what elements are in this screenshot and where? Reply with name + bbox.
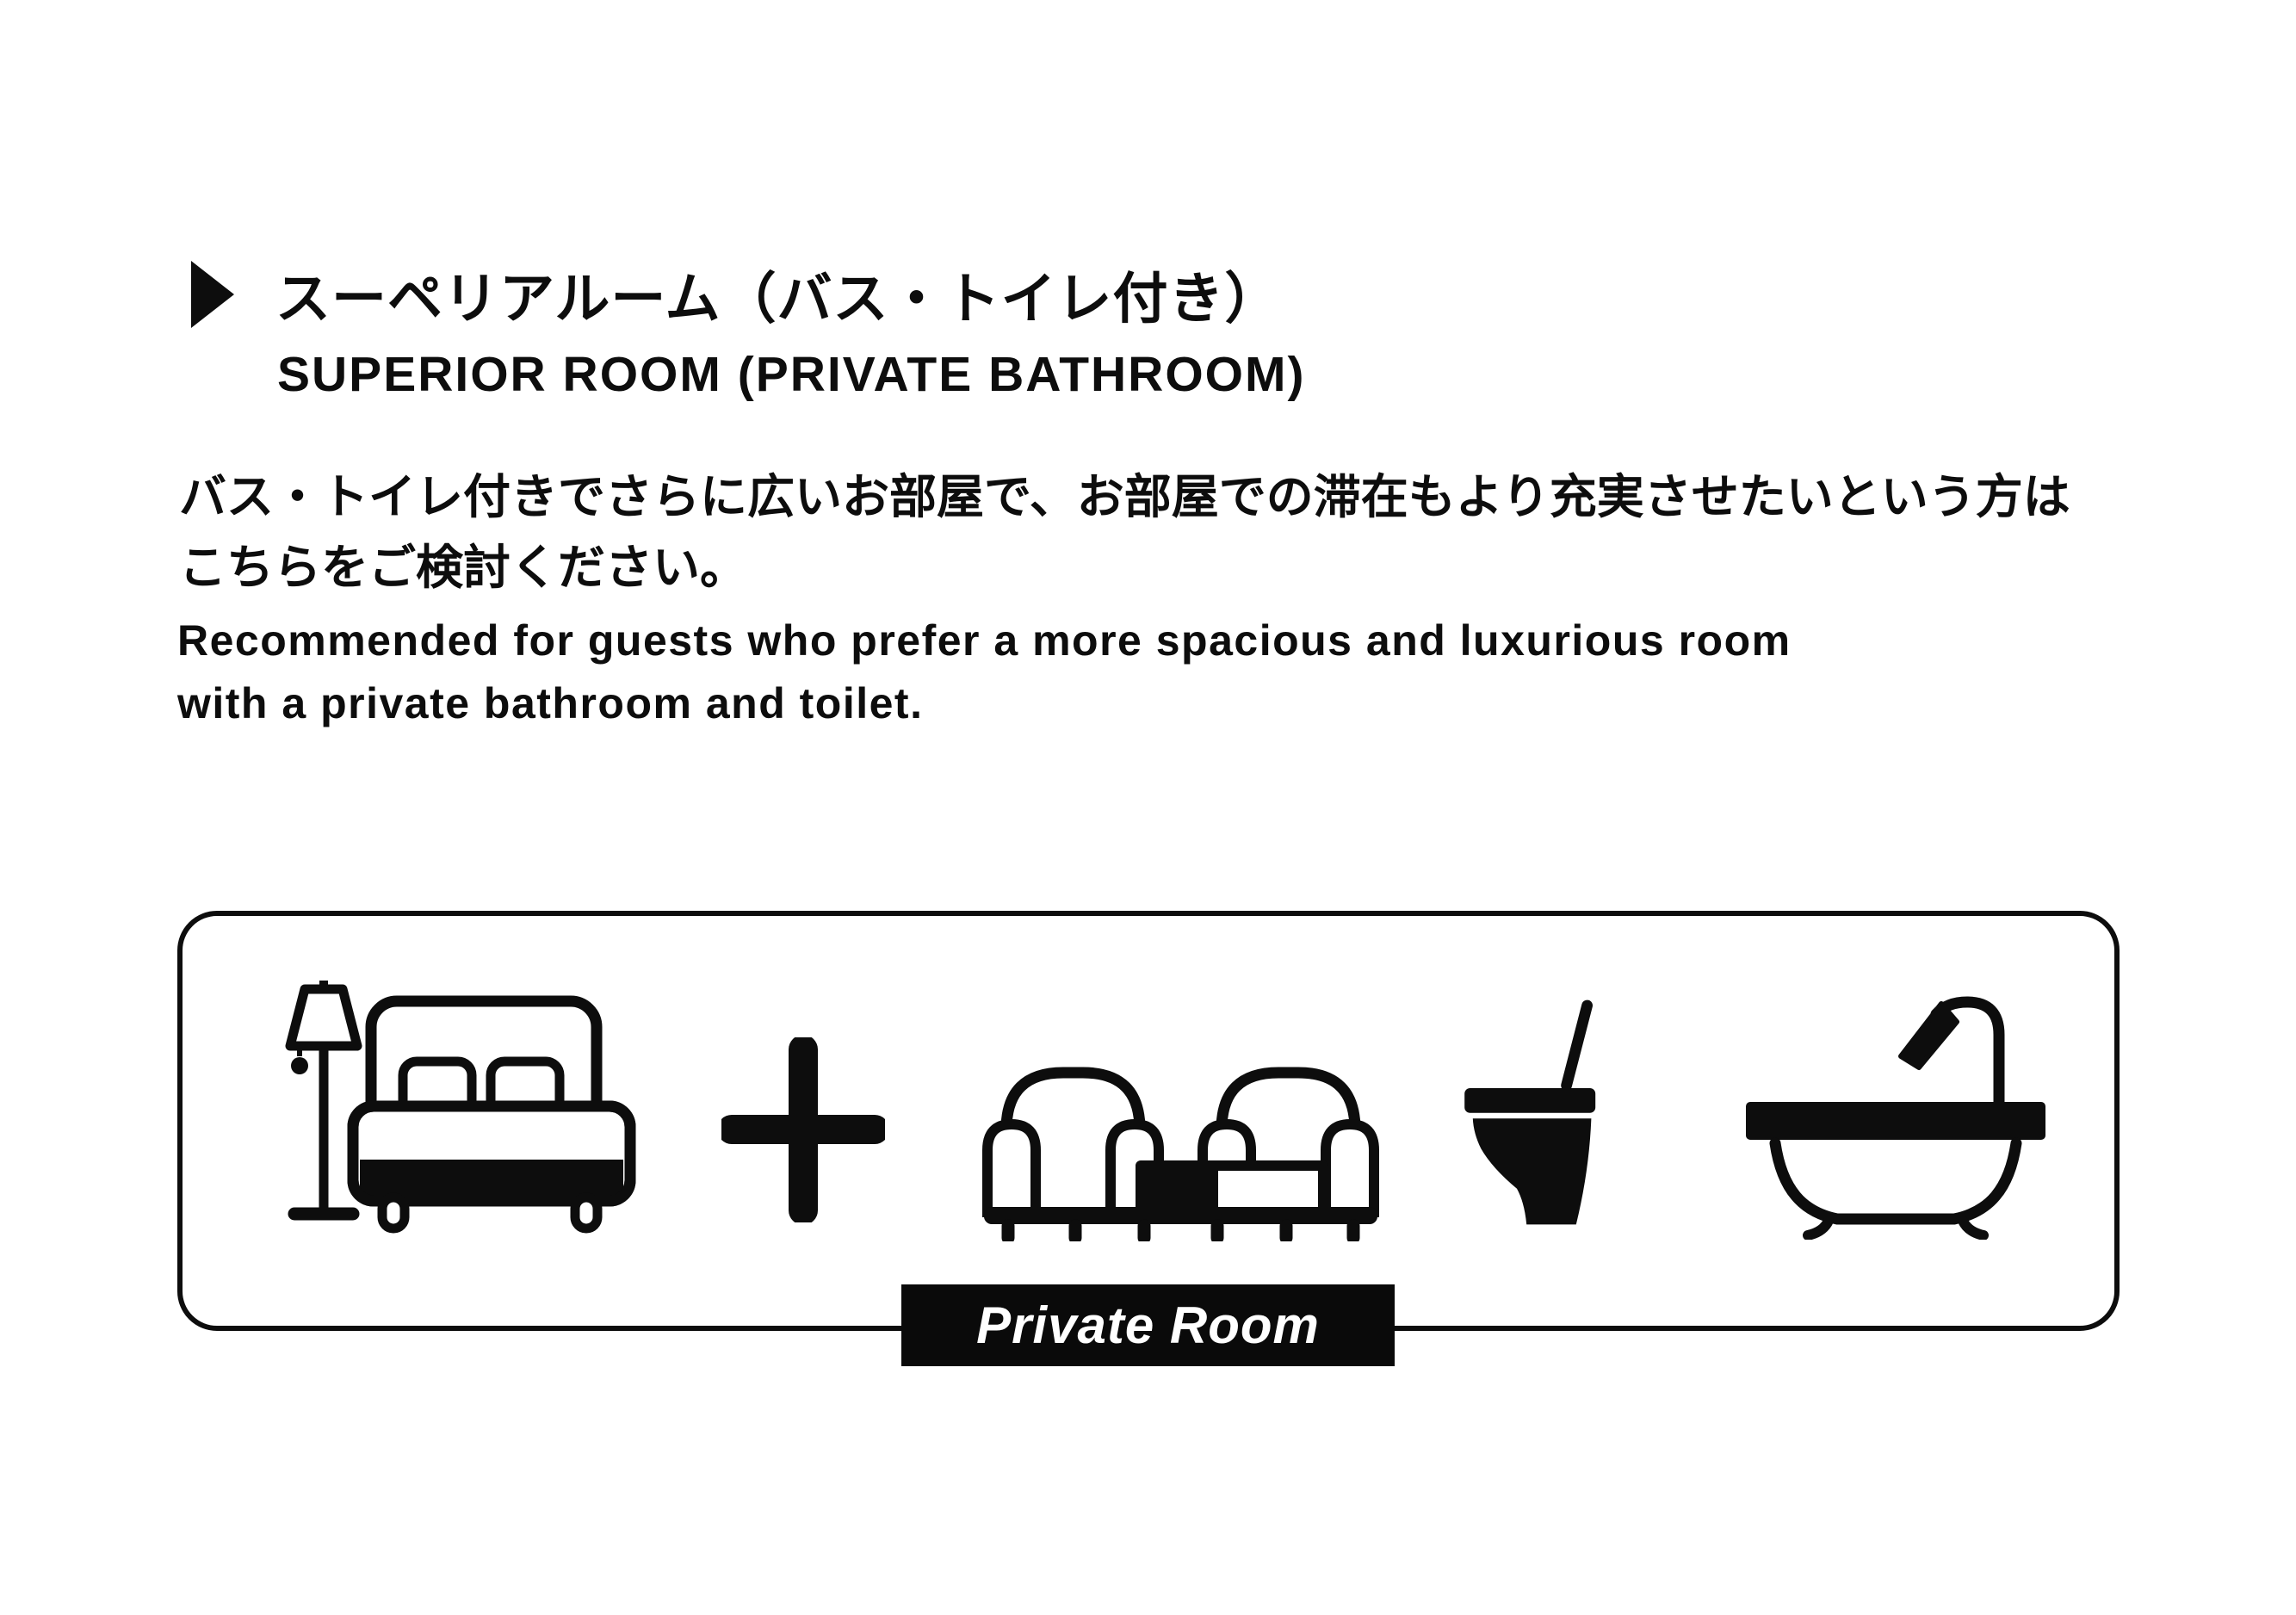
title-block: スーペリアルーム（バス・トイレ付き） [191, 255, 1280, 334]
private-room-badge-label: Private Room [976, 1296, 1320, 1354]
armchairs-with-table-icon [982, 1067, 1379, 1241]
private-room-badge: Private Room [901, 1284, 1395, 1366]
description-jp: バス・トイレ付きでさらに広いお部屋で、お部屋での滞在もより充実させたいという方は… [179, 461, 2070, 603]
bathtub-icon [1746, 996, 2045, 1240]
toilet-icon [1464, 999, 1596, 1225]
text-line: こちらをご検討ください。 [179, 541, 748, 594]
room-features-box: Private Room [177, 911, 2120, 1366]
room-title-jp: スーペリアルーム（バス・トイレ付き） [275, 268, 1281, 330]
room-title-en: SUPERIOR ROOM (PRIVATE BATHROOM) [277, 347, 1306, 402]
bed-with-floor-lamp-icon [285, 981, 636, 1234]
text-line: Recommended for guests who prefer a more… [177, 616, 1792, 665]
text-line: with a private bathroom and toilet. [177, 679, 924, 727]
text-line: バス・トイレ付きでさらに広いお部屋で、お部屋での滞在もより充実させたいという方は [179, 470, 2070, 523]
description-en: Recommended for guests who prefer a more… [177, 609, 1792, 735]
right-triangle-icon [191, 261, 234, 328]
plus-icon [721, 1037, 885, 1222]
